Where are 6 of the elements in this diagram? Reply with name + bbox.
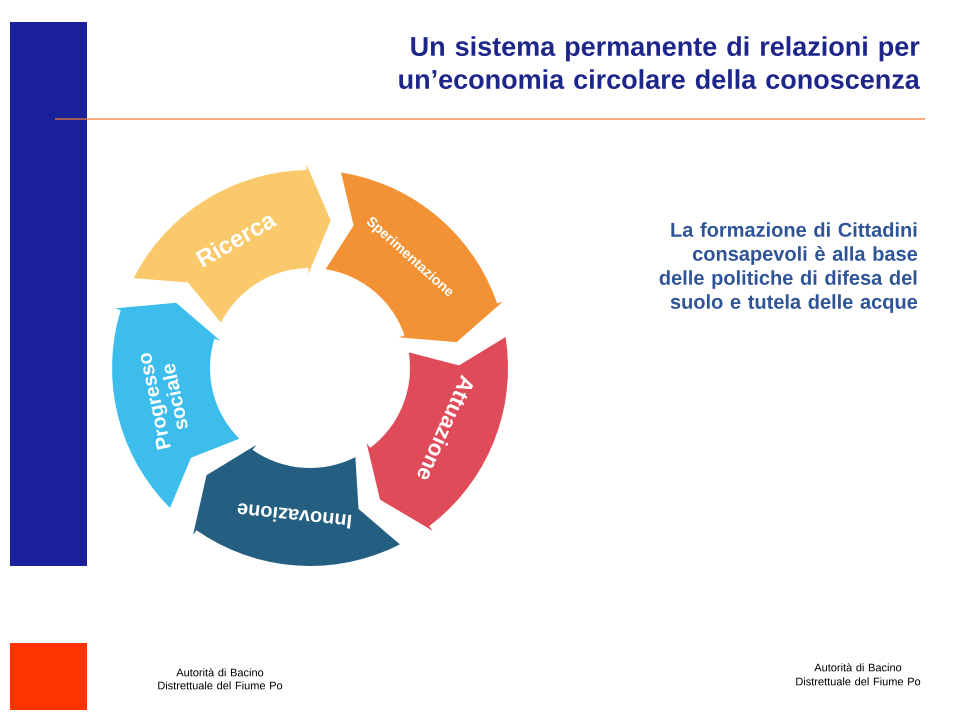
footer-text: Autorità di Bacino Distrettuale del Fiume Po bbox=[158, 668, 282, 690]
cycle-segment: Innovazione bbox=[193, 445, 400, 566]
title: Un sistema permanente di relazioni per un’economia circolare della conoscenza bbox=[399, 36, 920, 90]
cycle-segment: Progresso sociale bbox=[112, 302, 240, 508]
text-paragraph: La formazione di Cittadini consapevoli è alla base delle politiche di difesa del suolo e tutela delle acque bbox=[660, 222, 918, 313]
footer-text: Autorità di Bacino Distrettuale del Fiume Po bbox=[796, 663, 920, 686]
